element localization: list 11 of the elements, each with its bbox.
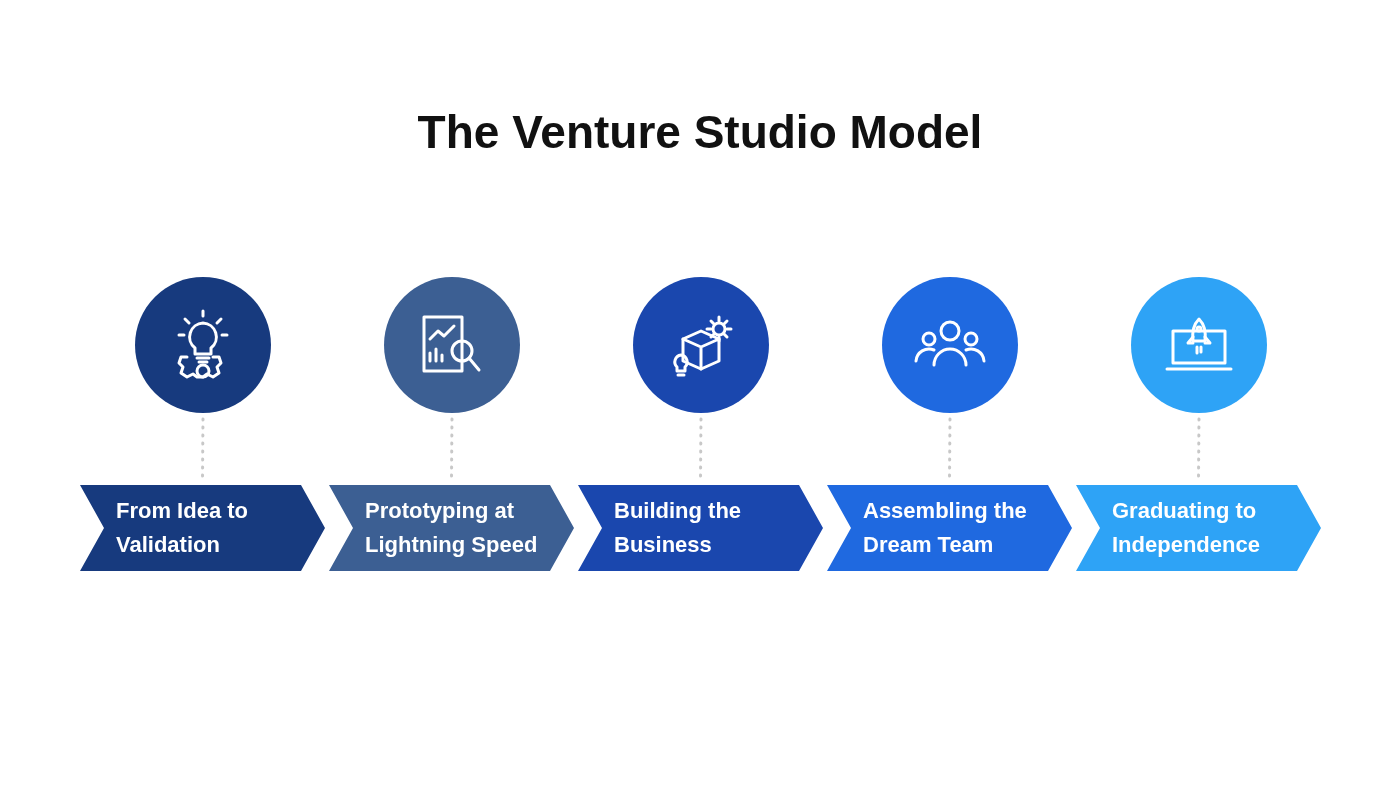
step-label: Building the Business <box>614 497 743 559</box>
chevron-step <box>578 485 823 571</box>
chevron-step <box>329 485 574 571</box>
chevron-step <box>80 485 325 571</box>
chevron-step <box>1076 485 1321 571</box>
step-label: Graduating to Independence <box>1112 497 1261 559</box>
step-label: From Idea to Validation <box>116 497 249 559</box>
chevron-step <box>827 485 1072 571</box>
title: The Venture Studio Model <box>417 105 983 159</box>
step-label: Assembling the Dream Team <box>863 497 1028 559</box>
step-label: Prototyping at Lightning Speed <box>365 497 539 559</box>
